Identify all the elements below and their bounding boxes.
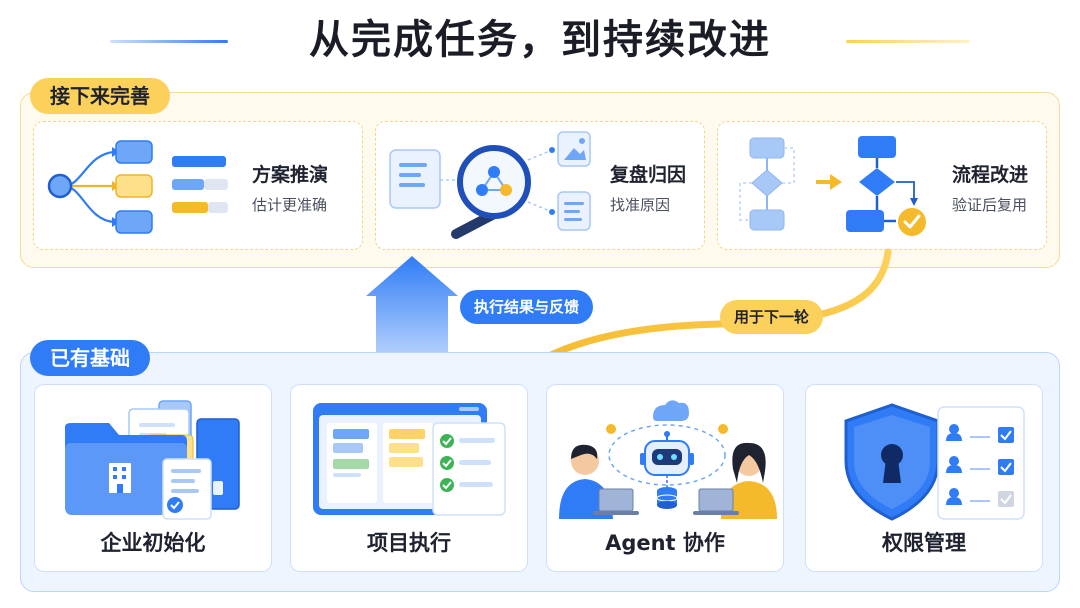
card-title: 流程改进 xyxy=(952,164,1029,186)
card-subtitle: 验证后复用 xyxy=(952,196,1028,214)
agent-collaboration-icon xyxy=(559,400,777,519)
card-process-improvement: 流程改进 验证后复用 xyxy=(717,121,1047,250)
shield-lock-icon xyxy=(844,403,1025,521)
card-subtitle: 估计更准确 xyxy=(252,196,328,214)
foundation-badge: 已有基础 xyxy=(30,340,150,376)
card-enterprise-init: 企业初始化 xyxy=(34,384,272,572)
card-permission-management: 权限管理 xyxy=(805,384,1043,572)
card-label: 项目执行 xyxy=(367,531,451,555)
card-subtitle: 找准原因 xyxy=(610,196,671,214)
improvement-badge: 接下来完善 xyxy=(30,78,170,114)
up-arrow-icon xyxy=(366,256,458,382)
card-agent-collaboration: Agent 协作 xyxy=(546,384,784,572)
feedback-label: 执行结果与反馈 xyxy=(460,290,594,324)
card-scenario-simulation: 方案推演 估计更准确 xyxy=(33,121,363,250)
card-project-execution: 项目执行 xyxy=(290,384,528,572)
curved-arrow-icon xyxy=(516,248,892,378)
branching-flow-icon xyxy=(47,140,228,234)
kanban-checklist-icon xyxy=(313,403,506,516)
card-retrospective: 复盘归因 找准原因 xyxy=(375,121,705,250)
flowchart-check-icon xyxy=(739,136,928,238)
next-round-label: 用于下一轮 xyxy=(720,300,824,334)
card-title: 复盘归因 xyxy=(610,164,687,186)
page-title: 从完成任务，到持续改进 xyxy=(309,17,771,63)
folders-building-icon xyxy=(65,400,240,520)
card-label: 企业初始化 xyxy=(100,531,206,555)
title-decoration-left xyxy=(110,40,228,43)
magnifier-analysis-icon xyxy=(389,131,591,239)
title-decoration-right xyxy=(846,40,970,43)
card-title: 方案推演 xyxy=(252,164,329,186)
card-label: Agent 协作 xyxy=(605,531,725,555)
card-label: 权限管理 xyxy=(882,531,966,555)
